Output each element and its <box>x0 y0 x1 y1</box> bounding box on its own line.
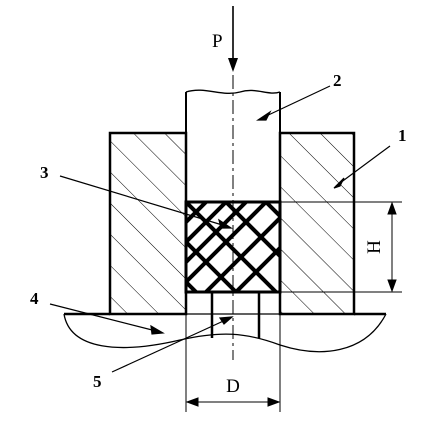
die-right-wall <box>278 131 356 316</box>
leader-2 <box>261 85 331 119</box>
part-3-label: 3 <box>40 163 49 182</box>
part-1-label: 1 <box>398 126 407 145</box>
punch <box>185 89 281 202</box>
lower-plug <box>210 292 261 338</box>
die-body <box>108 131 356 316</box>
leader-5 <box>111 317 231 373</box>
height-label: H <box>364 240 385 254</box>
force-arrow <box>228 6 238 72</box>
leader-lines <box>49 85 391 373</box>
die-left-wall <box>108 131 188 316</box>
leader-3 <box>59 175 230 228</box>
diameter-label: D <box>226 376 240 397</box>
leader-4 <box>49 303 161 333</box>
force-label: P <box>212 31 223 52</box>
height-dimension <box>280 201 402 293</box>
part-5-label: 5 <box>93 372 102 391</box>
part-4-label: 4 <box>30 289 39 308</box>
diameter-dimension <box>185 314 281 412</box>
part-2-label: 2 <box>333 71 342 90</box>
leader-1 <box>335 145 391 187</box>
